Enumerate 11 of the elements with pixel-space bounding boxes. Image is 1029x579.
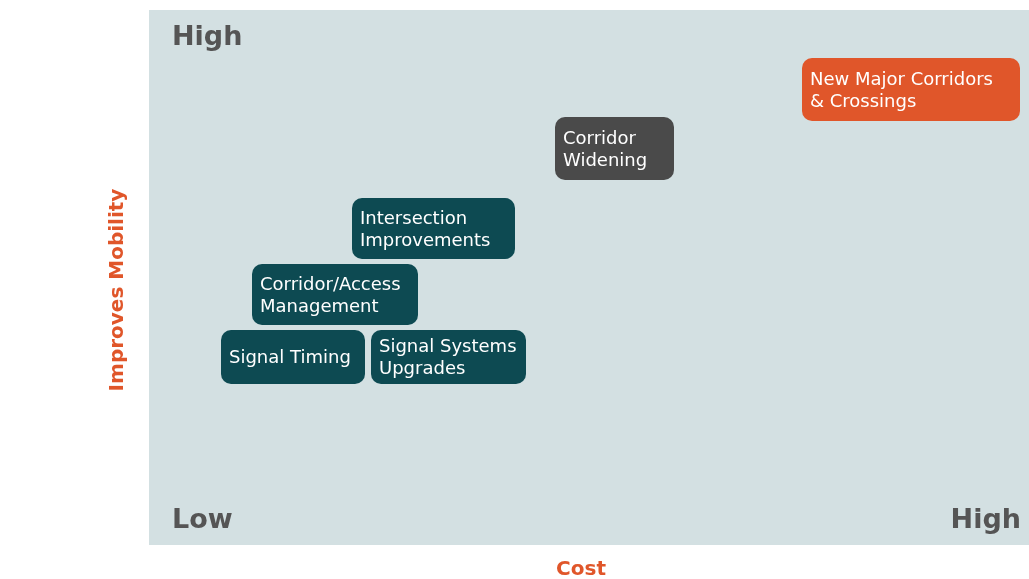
axis-end-label: High [172,20,243,51]
category-box: New Major Corridors & Crossings [802,58,1020,121]
category-box: Signal Systems Upgrades [371,330,526,384]
category-box: Corridor Widening [555,117,674,180]
axis-title: Cost [556,556,606,579]
axis-title: Improves Mobility [104,188,128,392]
category-box: Signal Timing [221,330,365,384]
axis-end-label: High [950,503,1021,534]
category-box: Corridor/Access Management [252,264,418,325]
category-box: Intersection Improvements [352,198,515,259]
axis-end-label: Low [172,503,233,534]
